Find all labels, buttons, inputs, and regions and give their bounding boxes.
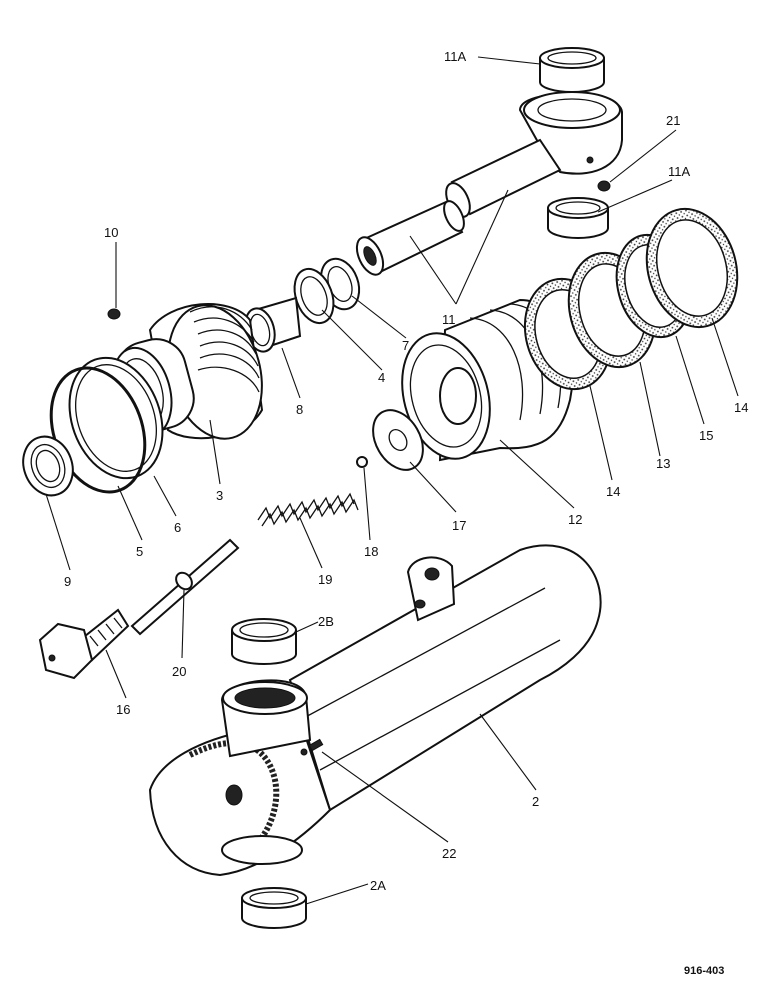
part-16-bolt xyxy=(38,608,130,680)
part-2b-bushing xyxy=(231,618,297,665)
part-14-seal-right xyxy=(645,207,739,329)
part-21-grease-fitting xyxy=(597,180,611,192)
callout-8: 8 xyxy=(296,402,303,417)
part-11-piston-rod xyxy=(355,200,465,276)
callout-11a-top: 11A xyxy=(444,49,466,64)
callout-13: 13 xyxy=(656,456,670,471)
figure-number: 916-403 xyxy=(684,965,724,977)
part-9-wiper-seal xyxy=(22,435,74,497)
callout-17: 17 xyxy=(452,518,466,533)
callout-18: 18 xyxy=(364,544,378,559)
callout-14-right: 14 xyxy=(734,400,748,415)
callout-12: 12 xyxy=(568,512,582,527)
callout-4: 4 xyxy=(378,370,385,385)
part-11a-top-bushing xyxy=(539,47,605,93)
callout-22: 22 xyxy=(442,846,456,861)
part-2a-bushing xyxy=(241,887,307,929)
callout-19: 19 xyxy=(318,572,332,587)
part-18-ball xyxy=(356,456,368,468)
part-19-spring xyxy=(257,492,359,527)
part-11a-right-bushing xyxy=(547,197,609,239)
part-10-pin xyxy=(107,308,121,320)
callout-2a: 2A xyxy=(370,878,386,893)
callout-15: 15 xyxy=(699,428,713,443)
callout-5: 5 xyxy=(136,544,143,559)
part-20-valve-pin xyxy=(130,538,240,636)
callout-9: 9 xyxy=(64,574,71,589)
callout-6: 6 xyxy=(174,520,181,535)
callout-10: 10 xyxy=(104,225,118,240)
part-3-gland xyxy=(111,303,264,440)
callout-14-mid: 14 xyxy=(606,484,620,499)
callout-3: 3 xyxy=(216,488,223,503)
callout-20: 20 xyxy=(172,664,186,679)
leader-lines xyxy=(45,56,739,905)
callout-2b: 2B xyxy=(318,614,334,629)
part-2-cylinder-barrel xyxy=(148,544,602,877)
callout-11: 11 xyxy=(442,312,456,327)
callout-21: 21 xyxy=(666,113,680,128)
part-17-washer xyxy=(372,409,424,471)
part-11-rod-end xyxy=(445,91,623,218)
callout-11a-right: 11A xyxy=(668,164,690,179)
callout-7: 7 xyxy=(402,338,409,353)
callout-2: 2 xyxy=(532,794,539,809)
callout-16: 16 xyxy=(116,702,130,717)
